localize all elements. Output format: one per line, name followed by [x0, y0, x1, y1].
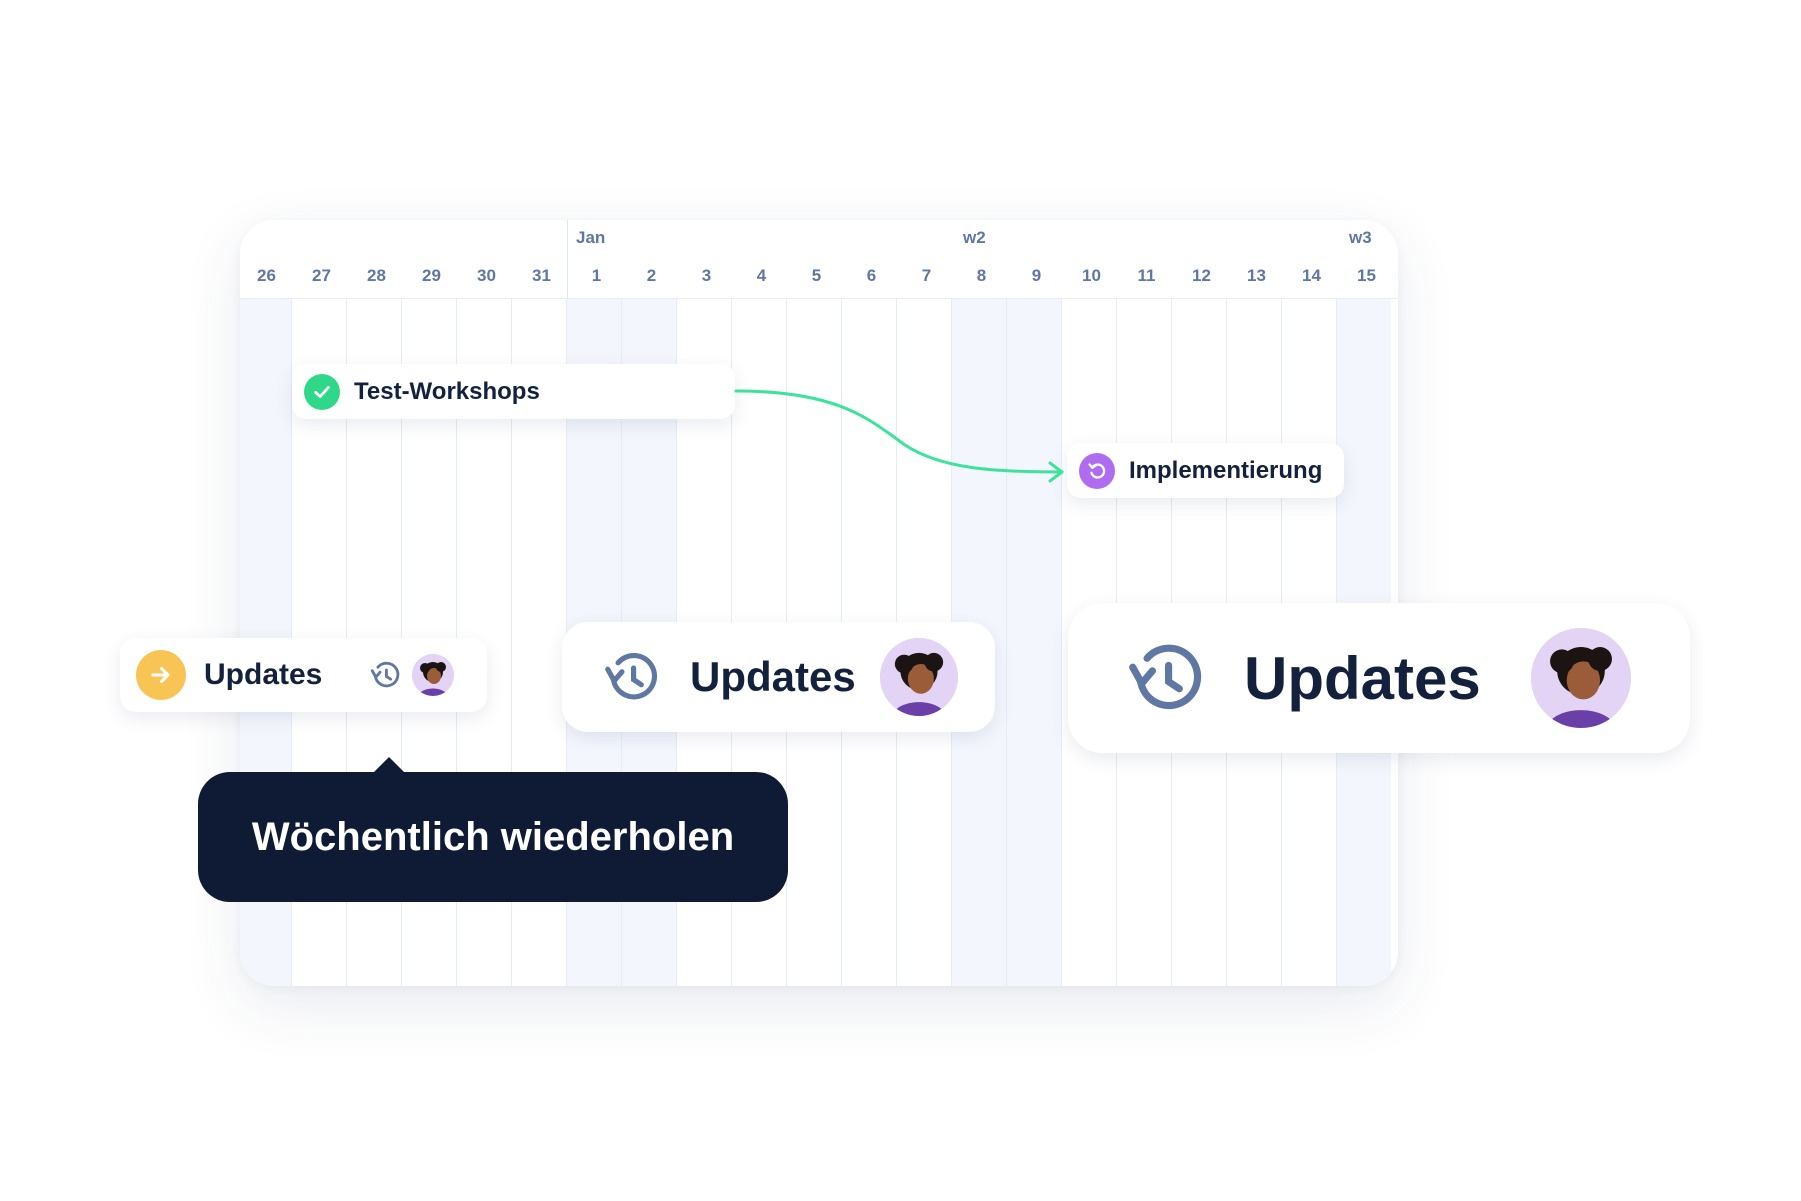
day-label[interactable]: 7 — [921, 266, 932, 285]
task-title: Updates — [204, 658, 323, 691]
history-icon[interactable] — [368, 658, 402, 692]
task-title: Implementierung — [1129, 456, 1323, 484]
day-label[interactable]: 5 — [811, 266, 822, 285]
day-column — [1061, 298, 1116, 986]
day-label[interactable]: 4 — [756, 266, 767, 285]
day-label[interactable]: 27 — [312, 266, 331, 285]
day-label[interactable]: 6 — [866, 266, 877, 285]
task-title: Test-Workshops — [354, 377, 540, 405]
day-label[interactable]: 9 — [1031, 266, 1042, 285]
day-label[interactable]: 1 — [591, 266, 602, 285]
month-separator — [567, 220, 568, 298]
avatar[interactable] — [1530, 628, 1631, 728]
day-column — [1006, 298, 1061, 986]
day-label[interactable]: 15 — [1357, 266, 1376, 285]
tooltip-text: Wöchentlich wiederholen — [251, 814, 735, 859]
timeline-header: Jan w2 w3 26 27 28 29 30 31 1 2 3 4 5 6 … — [240, 220, 1398, 299]
tooltip: Wöchentlich wiederholen — [198, 757, 788, 902]
arrow-right-icon — [136, 650, 186, 700]
day-label[interactable]: 28 — [367, 266, 386, 285]
day-label[interactable]: 2 — [646, 266, 657, 285]
task-bar-test-workshops[interactable]: Test-Workshops — [292, 364, 735, 419]
task-title: Updates — [1244, 644, 1481, 712]
week-label: w3 — [1349, 228, 1372, 247]
history-icon — [600, 646, 662, 708]
day-label[interactable]: 8 — [976, 266, 987, 285]
day-label[interactable]: 29 — [422, 266, 441, 285]
day-label[interactable]: 30 — [477, 266, 496, 285]
avatar[interactable] — [412, 654, 455, 696]
tooltip-pointer — [373, 757, 405, 773]
day-label[interactable]: 12 — [1192, 266, 1211, 285]
avatar[interactable] — [879, 638, 958, 716]
day-label[interactable]: 26 — [257, 266, 276, 285]
day-label[interactable]: 14 — [1302, 266, 1321, 285]
updates-card-medium[interactable]: Updates — [562, 622, 995, 732]
day-label[interactable]: 13 — [1247, 266, 1266, 285]
updates-card-large[interactable]: Updates — [1068, 603, 1690, 753]
recurring-icon — [1079, 452, 1115, 489]
week-label: w2 — [963, 228, 986, 247]
updates-card-small[interactable]: Updates — [120, 638, 487, 712]
task-bar-implementierung[interactable]: Implementierung — [1067, 443, 1344, 498]
day-label[interactable]: 3 — [701, 266, 712, 285]
day-label[interactable]: 11 — [1137, 266, 1156, 285]
task-title: Updates — [690, 653, 856, 700]
day-column — [511, 298, 566, 986]
day-label[interactable]: 10 — [1082, 266, 1101, 285]
day-label[interactable]: 31 — [532, 266, 551, 285]
check-icon — [304, 373, 340, 410]
month-label: Jan — [576, 228, 606, 247]
history-icon — [1122, 635, 1208, 721]
